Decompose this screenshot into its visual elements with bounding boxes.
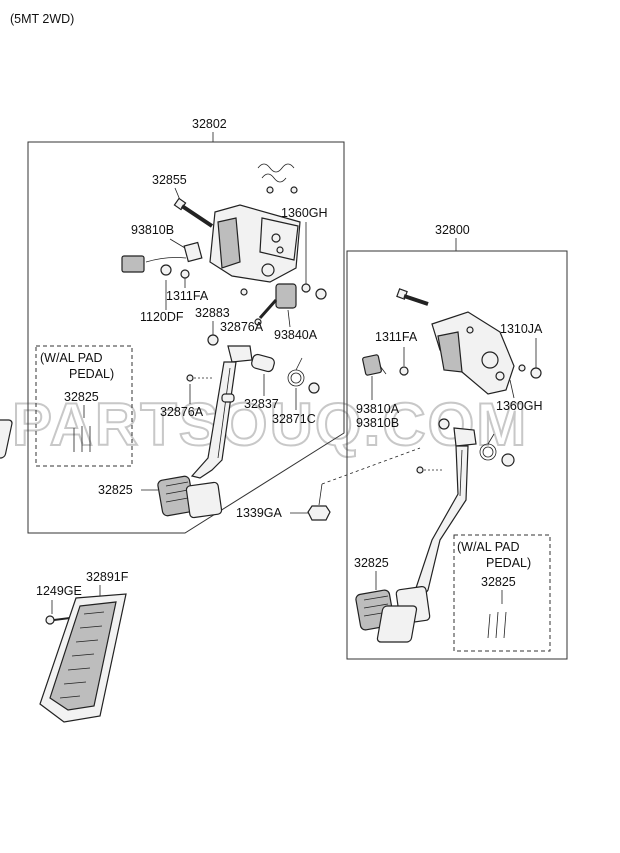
assembly-frame-right <box>346 250 568 660</box>
pedal-bracket-part[interactable] <box>431 311 515 395</box>
bushing-part[interactable] <box>207 334 219 346</box>
pedal-plate-part[interactable] <box>185 481 223 519</box>
part-label-1120DF[interactable]: 1120DF <box>140 310 184 324</box>
leader-line <box>287 309 291 328</box>
part-label-32876A[interactable]: 32876A <box>160 405 204 419</box>
part-label-32876A-upper[interactable]: 32876A <box>220 320 264 334</box>
stopper-part[interactable] <box>308 382 320 394</box>
clip-part[interactable] <box>416 466 424 474</box>
clip-part[interactable] <box>221 393 235 403</box>
part-label-32837[interactable]: 32837 <box>244 397 279 411</box>
part-label-1311FA-right[interactable]: 1311FA <box>375 330 418 344</box>
part-label-93840A[interactable]: 93840A <box>274 328 318 342</box>
part-label-32825-right[interactable]: 32825 <box>354 556 389 570</box>
part-label-32825[interactable]: 32825 <box>98 483 133 497</box>
part-label-1360GH[interactable]: 1360GH <box>281 206 328 220</box>
leader-line <box>169 238 186 249</box>
clutch-pedal-arm-part[interactable] <box>190 345 253 479</box>
stop-lamp-switch-part[interactable] <box>121 241 203 276</box>
assembly-number-right[interactable]: 32800 <box>435 223 470 237</box>
washer-part[interactable] <box>518 364 526 372</box>
part-label-32855[interactable]: 32855 <box>152 173 187 187</box>
return-spring-part[interactable] <box>257 163 298 194</box>
part-label-1249GE[interactable]: 1249GE <box>36 584 82 598</box>
bolt-part[interactable] <box>396 288 429 306</box>
part-label-1311FA[interactable]: 1311FA <box>166 289 209 303</box>
part-label-93810B-right[interactable]: 93810B <box>356 416 399 430</box>
note-box-right-line2: PEDAL) <box>486 556 531 570</box>
part-label-1360GH-right[interactable]: 1360GH <box>496 399 543 413</box>
aluminum-pedal-pad-part[interactable] <box>0 419 91 459</box>
assembly-frame-left <box>27 141 345 534</box>
part-label-32871C[interactable]: 32871C <box>272 412 316 426</box>
clutch-switch-part[interactable] <box>240 283 297 326</box>
note-box-right <box>453 534 551 652</box>
leader-line <box>509 379 515 399</box>
clip-part[interactable] <box>186 374 194 382</box>
rubber-pedal-pad-part[interactable] <box>157 475 195 517</box>
brake-pedal-arm-part[interactable] <box>411 418 477 605</box>
nut-part[interactable] <box>315 288 327 300</box>
note-box-left-line1: (W/AL PAD <box>40 351 103 365</box>
note-box-left-line2: PEDAL) <box>69 367 114 381</box>
part-label-93810B[interactable]: 93810B <box>131 223 174 237</box>
nut-part[interactable] <box>180 269 190 279</box>
pedal-bracket-part[interactable] <box>209 204 301 283</box>
aluminum-pedal-pad-part[interactable] <box>376 605 507 643</box>
assist-spring-part[interactable] <box>479 433 497 461</box>
part-label-93810A[interactable]: 93810A <box>356 402 400 416</box>
note-box-left <box>35 345 133 467</box>
stopper-bolt-part[interactable] <box>307 505 331 521</box>
part-label-32825-al-right[interactable]: 32825 <box>481 575 516 589</box>
leader-line <box>318 483 323 506</box>
note-box-right-line1: (W/AL PAD <box>457 540 520 554</box>
part-label-32891F[interactable]: 32891F <box>86 570 129 584</box>
accelerator-pedal-part[interactable] <box>39 593 127 723</box>
nut-part[interactable] <box>301 283 311 293</box>
bushing-part[interactable] <box>251 353 276 373</box>
nut-part[interactable] <box>399 366 409 376</box>
variant-header: (5MT 2WD) <box>10 12 74 26</box>
assist-spring-part[interactable] <box>287 357 305 387</box>
stopper-part[interactable] <box>501 453 515 467</box>
stop-lamp-switch-part[interactable] <box>362 354 387 376</box>
bolt-part[interactable] <box>45 615 71 625</box>
bolt-part[interactable] <box>173 197 214 228</box>
assembly-number-left[interactable]: 32802 <box>192 117 227 131</box>
nut-part[interactable] <box>530 367 542 379</box>
part-label-32825-al[interactable]: 32825 <box>64 390 99 404</box>
part-label-1339GA[interactable]: 1339GA <box>236 506 283 520</box>
part-label-32883[interactable]: 32883 <box>195 306 230 320</box>
part-label-1310JA[interactable]: 1310JA <box>500 322 543 336</box>
